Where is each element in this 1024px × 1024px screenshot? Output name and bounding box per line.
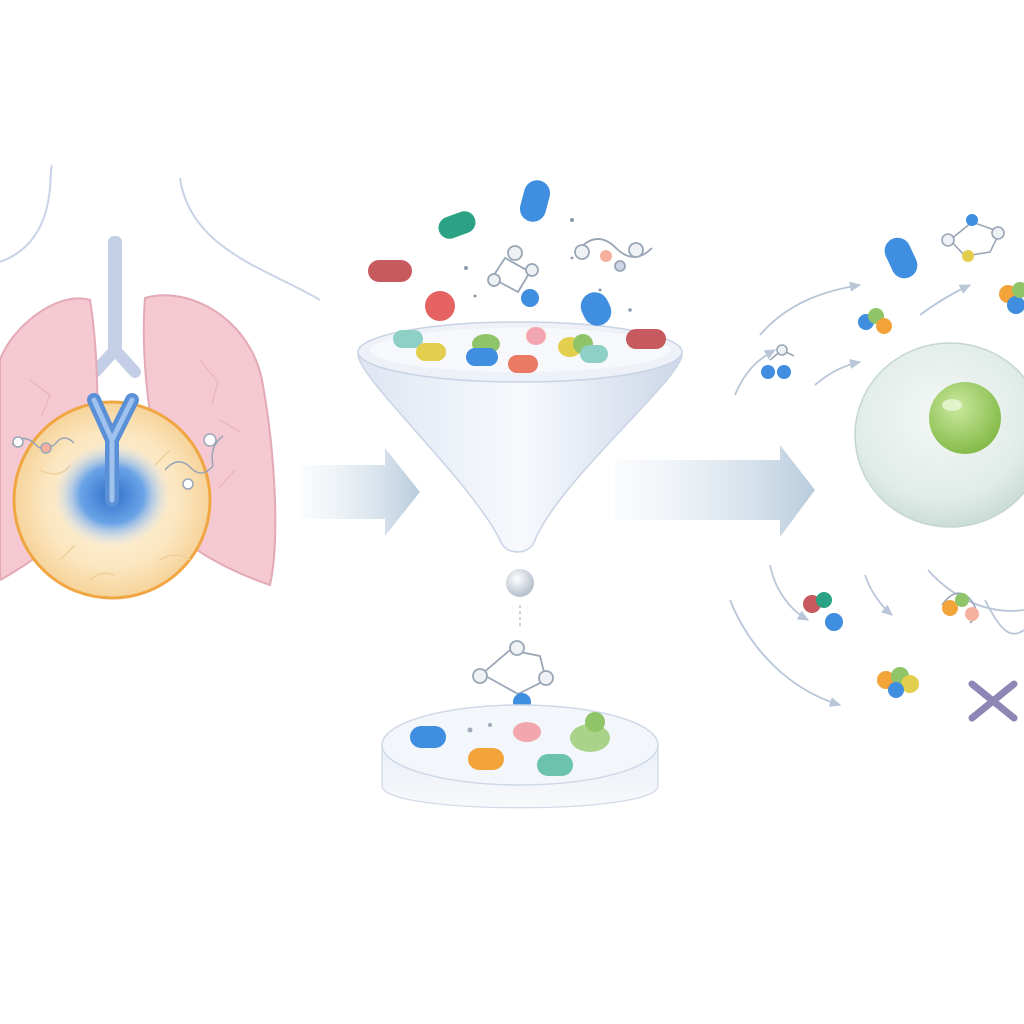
inhibition-cross-icon (968, 680, 1018, 722)
tumor-texture (39, 449, 191, 581)
screening-funnel-icon (357, 180, 683, 809)
falling-compounds (368, 180, 612, 326)
molecule-funnel-icon (487, 245, 539, 307)
funnel-output-drop (506, 569, 534, 597)
lung-target-icon (0, 164, 321, 600)
molecule-cell-left-icon (761, 344, 795, 379)
cell-nucleus (929, 382, 1001, 454)
dish-compounds (410, 712, 610, 776)
selected-molecule-icon (472, 640, 554, 711)
antibody-icon (87, 393, 139, 507)
molecule-right-icon (164, 433, 224, 490)
cell-icon (854, 342, 1024, 528)
compound-cluster-2 (999, 282, 1024, 314)
compound-cluster-3 (803, 592, 843, 631)
body-outline (0, 164, 321, 301)
orbit-arrows (729, 281, 1024, 707)
particles (464, 218, 632, 312)
compound-cluster-4 (877, 667, 919, 698)
flow-arrow-2 (615, 445, 815, 537)
molecule-cell-top-icon (941, 214, 1005, 262)
molecule-top-right-icon (574, 238, 653, 272)
funnel-body (357, 354, 683, 553)
molecule-left-icon (11, 436, 75, 454)
molecule-cell-bottom-icon (941, 592, 979, 624)
flow-arrow-1 (300, 448, 420, 536)
bronchi (89, 344, 141, 378)
rim-compounds (393, 327, 666, 373)
trachea (108, 236, 122, 356)
compound-cluster-1 (858, 308, 892, 334)
orbit-compounds (761, 214, 1024, 698)
